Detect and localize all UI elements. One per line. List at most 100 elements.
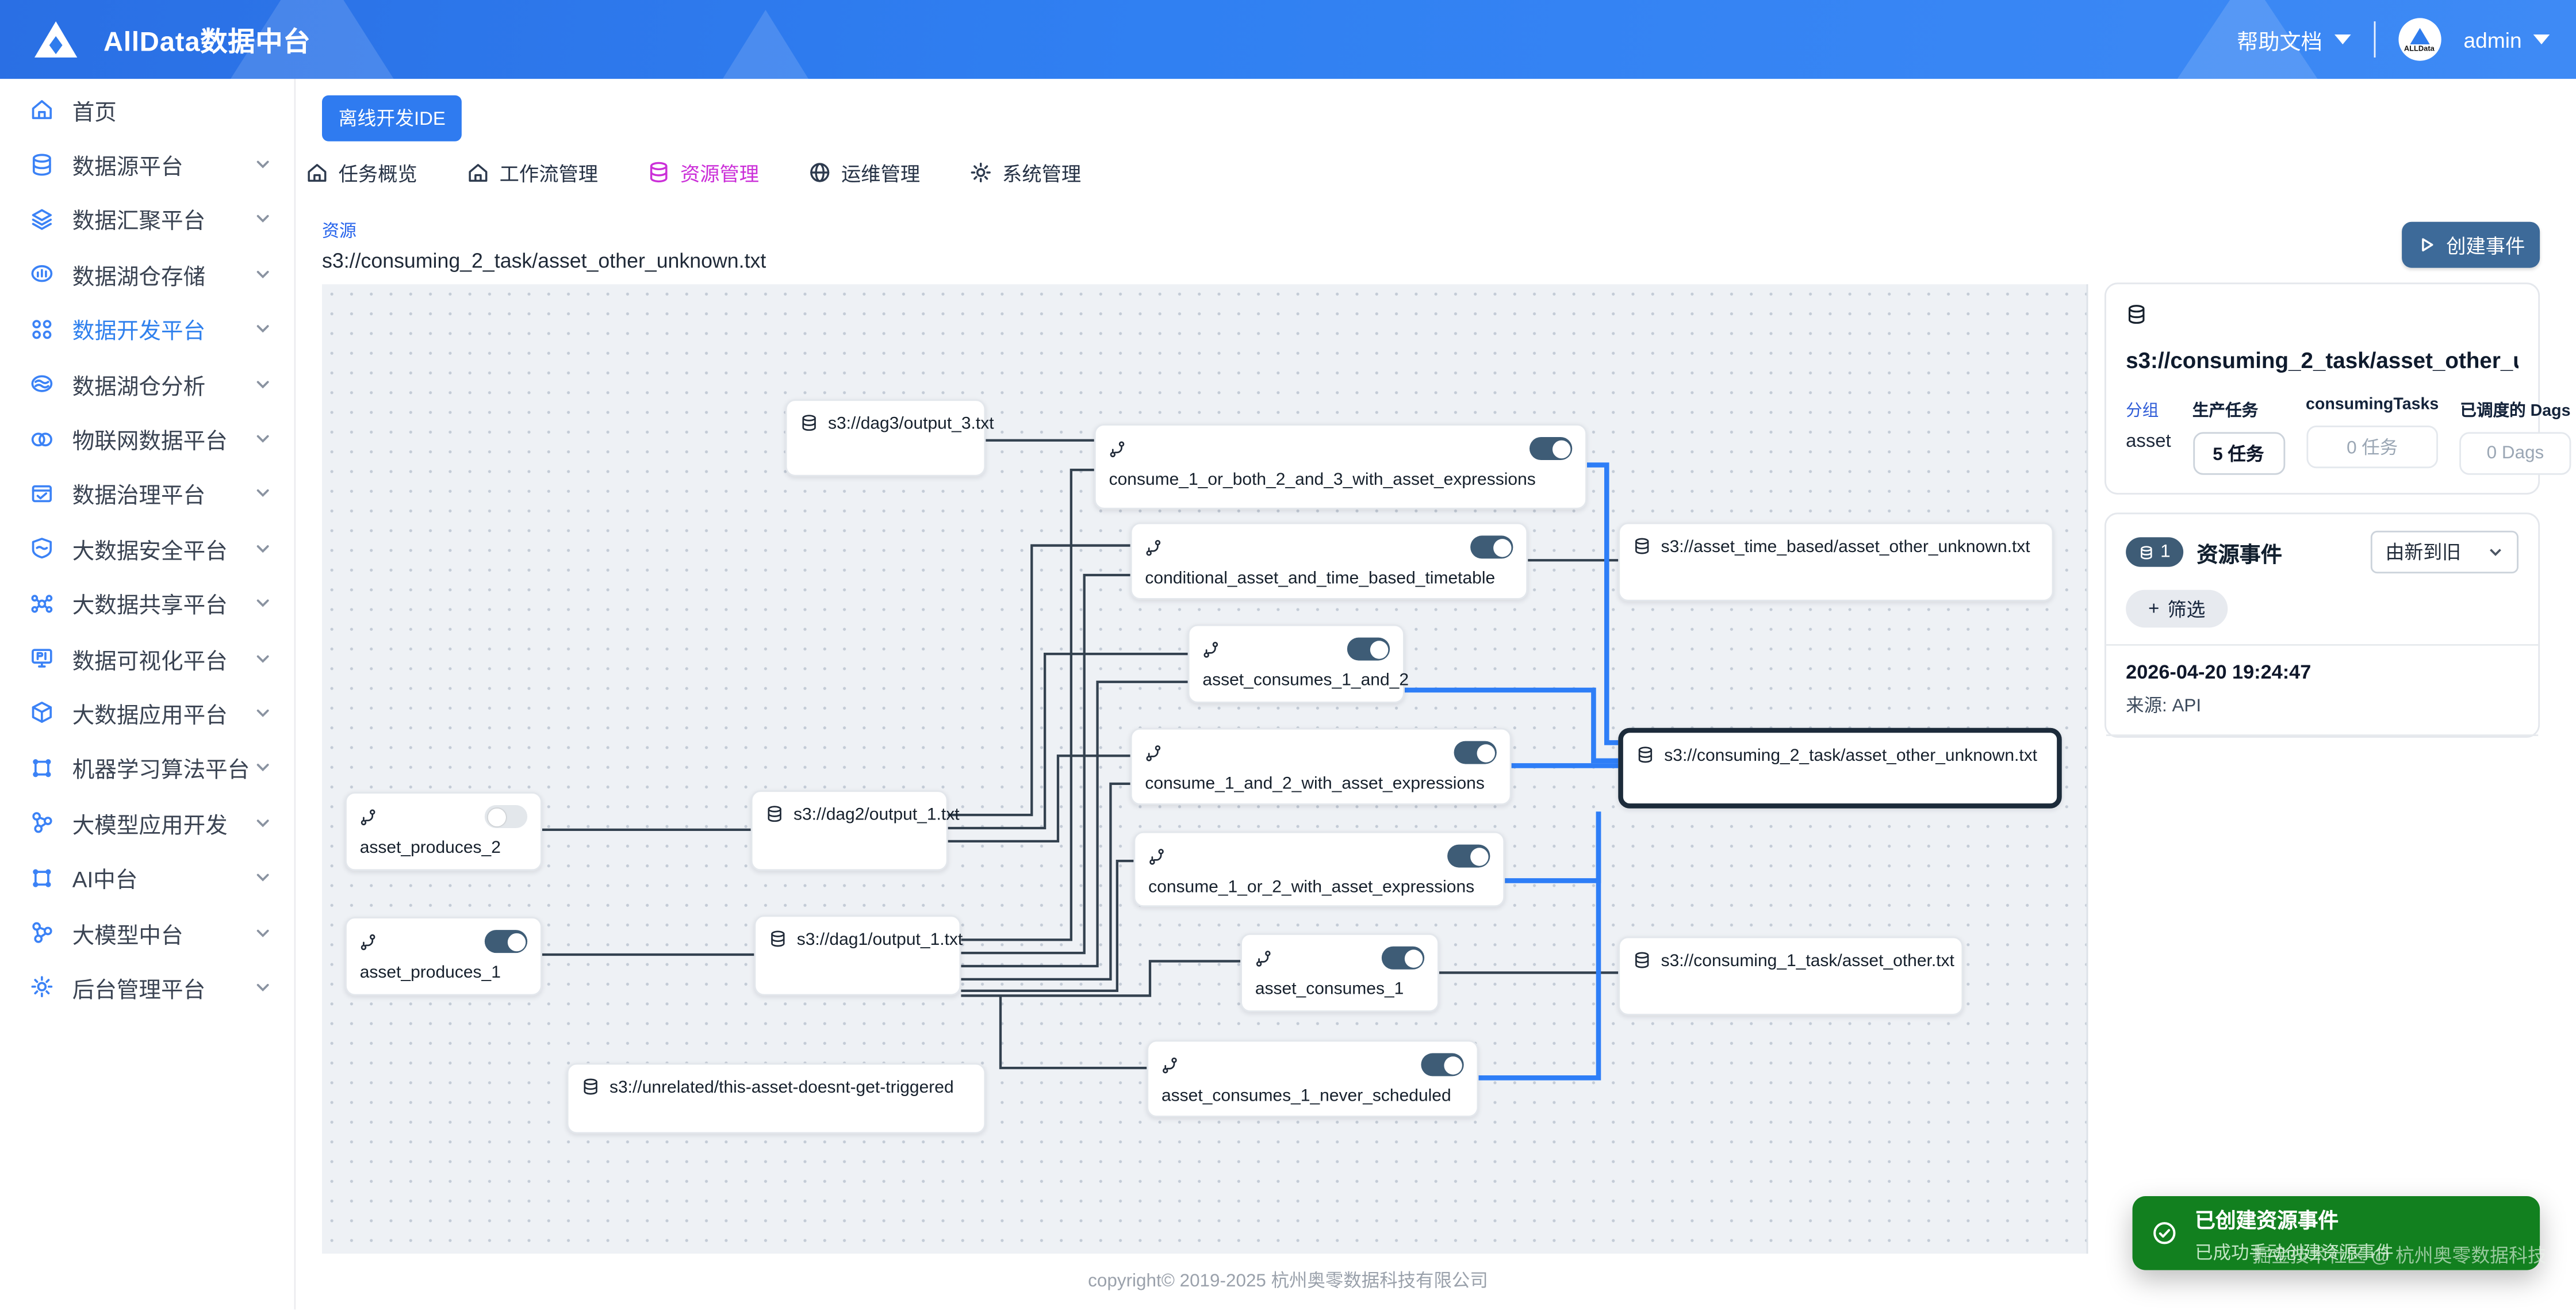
sidebar-item-15[interactable]: 大模型中台 — [0, 905, 294, 960]
graph-node-dag1_output_1[interactable]: s3://dag1/output_1.txt — [754, 915, 963, 996]
graph-node-dag2_output_1[interactable]: s3://dag2/output_1.txt — [750, 790, 960, 871]
sidebar-item-8[interactable]: 大数据安全平台 — [0, 521, 294, 576]
sidebar-item-1[interactable]: 数据源平台 — [0, 137, 294, 191]
sidebar-item-label: 大数据应用平台 — [72, 703, 228, 728]
tab-label: 系统管理 — [1002, 162, 1082, 185]
filter-button[interactable]: + 筛选 — [2126, 589, 2228, 628]
app-header: AllData数据中台 帮助文档 ALLData admin — [0, 0, 2576, 79]
graph-node-consume_1_or_2[interactable]: consume_1_or_2_with_asset_expressions — [1133, 831, 1505, 907]
database-icon — [2126, 305, 2147, 334]
tab-2[interactable]: 资源管理 — [647, 159, 759, 187]
sidebar-item-3[interactable]: 数据湖仓存储 — [0, 247, 294, 301]
graph-node-conditional_asset[interactable]: conditional_asset_and_time_based_timetab… — [1130, 522, 1528, 600]
chevron-down-icon — [255, 979, 271, 996]
schedule-toggle[interactable] — [1470, 535, 1513, 559]
graph-node-asset_consumes_1_and_2[interactable]: asset_consumes_1_and_2 — [1187, 624, 1409, 703]
schedule-toggle[interactable] — [1529, 436, 1573, 460]
create-event-button[interactable]: 创建事件 — [2402, 221, 2540, 268]
events-title: 资源事件 — [2196, 541, 2282, 566]
schedule-toggle[interactable] — [1421, 1053, 1464, 1077]
graph-node-unrelated[interactable]: s3://unrelated/this-asset-doesnt-get-tri… — [566, 1063, 986, 1134]
graph-node-consume_1_and_2[interactable]: consume_1_and_2_with_asset_expressions — [1130, 727, 1512, 805]
app-logo-icon — [34, 21, 78, 58]
breadcrumb: 资源 s3://consuming_2_task/asset_other_unk… — [322, 219, 766, 273]
offline-ide-button[interactable]: 离线开发IDE — [321, 95, 462, 141]
chevron-down-icon — [255, 485, 271, 502]
sidebar-item-0[interactable]: 首页 — [0, 82, 294, 137]
event-time: 2026-04-20 19:24:47 — [2126, 660, 2312, 684]
stat-value[interactable]: 5 任务 — [2192, 432, 2284, 475]
event-source: 来源: API — [2126, 696, 2202, 717]
sidebar-item-11[interactable]: 大数据应用平台 — [0, 685, 294, 740]
sidebar-item-7[interactable]: 数据治理平台 — [0, 466, 294, 521]
graph-node-consuming_1_task[interactable]: s3://consuming_1_task/asset_other.txt — [1618, 936, 1964, 1016]
sidebar-item-14[interactable]: AI中台 — [0, 850, 294, 905]
home-icon — [29, 97, 54, 122]
trigger-icon — [1162, 1054, 1179, 1075]
graph-node-asset_produces_1[interactable]: asset_produces_1 — [344, 917, 542, 996]
sidebar-item-10[interactable]: 数据可视化平台 — [0, 631, 294, 685]
header-divider — [2373, 21, 2375, 58]
chevron-down-icon — [255, 705, 271, 722]
help-docs-menu[interactable]: 帮助文档 — [2237, 24, 2351, 55]
tab-1[interactable]: 工作流管理 — [466, 159, 598, 187]
sidebar-item-13[interactable]: 大模型应用开发 — [0, 795, 294, 850]
stat-value: asset — [2126, 432, 2171, 452]
sidebar-item-5[interactable]: 数据湖仓分析 — [0, 357, 294, 411]
sidebar-item-2[interactable]: 数据汇聚平台 — [0, 192, 294, 247]
node-label: s3://dag1/output_1.txt — [796, 929, 963, 949]
node-label: consume_1_or_both_2_and_3_with_asset_exp… — [1109, 470, 1536, 490]
box-icon — [29, 701, 54, 726]
sort-select[interactable]: 由新到旧 — [2370, 530, 2518, 574]
avatar[interactable]: ALLData — [2398, 18, 2441, 61]
user-menu[interactable]: admin — [2464, 27, 2550, 52]
tab-label: 工作流管理 — [499, 162, 599, 185]
graph-edge-dark — [948, 544, 1130, 817]
schedule-toggle[interactable] — [1447, 844, 1490, 868]
node-label: s3://consuming_2_task/asset_other_unknow… — [1664, 745, 2038, 765]
stat-label: 生产任务 — [2192, 402, 2259, 421]
graph-node-asset_time_based[interactable]: s3://asset_time_based/asset_other_unknow… — [1618, 522, 2054, 602]
graph-edge-dark — [961, 680, 1188, 968]
schedule-toggle[interactable] — [1381, 946, 1425, 970]
schedule-toggle[interactable] — [484, 805, 528, 828]
graph-node-asset_produces_2[interactable]: asset_produces_2 — [344, 792, 542, 871]
schedule-toggle[interactable] — [1347, 637, 1390, 661]
graph-edge-blue — [1505, 811, 1601, 883]
graph-node-consuming_2_task[interactable]: s3://consuming_2_task/asset_other_unknow… — [1618, 727, 2062, 809]
schedule-toggle[interactable] — [1454, 741, 1497, 764]
trigger-icon — [1145, 742, 1163, 763]
sidebar-item-12[interactable]: 机器学习算法平台 — [0, 741, 294, 795]
node-label: s3://dag2/output_1.txt — [793, 804, 960, 824]
tab-4[interactable]: 系统管理 — [969, 159, 1081, 187]
window-icon — [29, 481, 54, 506]
node-label: s3://unrelated/this-asset-doesnt-get-tri… — [609, 1077, 954, 1097]
chevron-down-icon — [255, 376, 271, 392]
divider — [2106, 643, 2539, 646]
header-watermark-triangle — [197, 0, 427, 79]
sidebar-item-16[interactable]: 后台管理平台 — [0, 960, 294, 1014]
schedule-toggle[interactable] — [484, 930, 528, 953]
node-label: consume_1_or_2_with_asset_expressions — [1148, 877, 1475, 897]
plus-icon: + — [2148, 599, 2160, 619]
header-watermark-triangle — [689, 10, 841, 79]
trigger-icon — [1202, 638, 1220, 660]
venn-icon — [29, 427, 54, 451]
event-list-item[interactable]: 2026-04-20 19:24:47 来源: API — [2106, 646, 2538, 734]
sidebar-item-9[interactable]: 大数据共享平台 — [0, 576, 294, 630]
trigger-icon — [1145, 537, 1163, 558]
tab-3[interactable]: 运维管理 — [808, 159, 920, 187]
graph-node-consume_1_or_both_2_and_3[interactable]: consume_1_or_both_2_and_3_with_asset_exp… — [1094, 424, 1587, 510]
tab-0[interactable]: 任务概览 — [305, 159, 417, 187]
molecule-icon — [29, 920, 54, 945]
database-icon — [1633, 535, 1651, 557]
stat-label: 已调度的 Dags — [2460, 402, 2571, 421]
sidebar-item-6[interactable]: 物联网数据平台 — [0, 411, 294, 466]
sidebar-item-4[interactable]: 数据开发平台 — [0, 301, 294, 356]
graph-node-asset_consumes_1[interactable]: asset_consumes_1 — [1240, 933, 1439, 1012]
graph-node-dag3_output_3[interactable]: s3://dag3/output_3.txt — [785, 399, 994, 477]
asset-lineage-graph[interactable]: s3://dag3/output_3.txt consume_1_or_both_… — [321, 284, 2088, 1254]
username: admin — [2463, 27, 2522, 52]
graph-node-never_scheduled[interactable]: asset_consumes_1_never_scheduled — [1147, 1040, 1479, 1117]
sidebar-item-label: 大模型应用开发 — [72, 813, 228, 838]
